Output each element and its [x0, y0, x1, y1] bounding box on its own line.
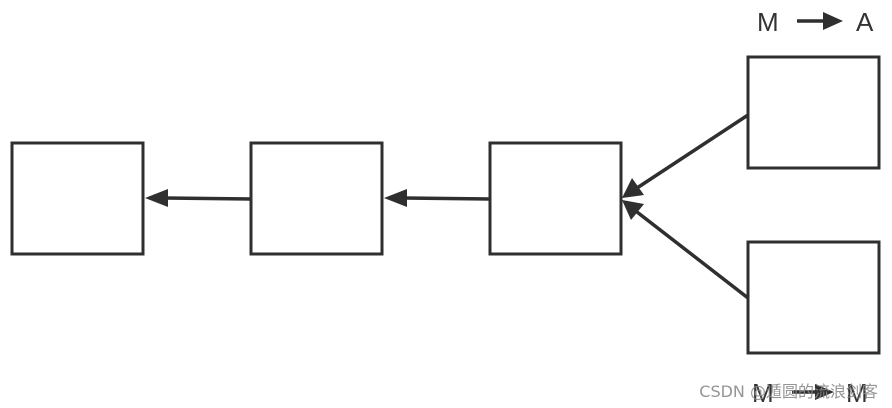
- legend-top-from: M: [757, 7, 779, 37]
- box-2: [249, 141, 384, 256]
- legend-bottom-to: M: [846, 378, 868, 408]
- legend-bottom: M M: [752, 378, 868, 408]
- watermark: CSDN @遁圆的流浪剑客: [699, 382, 878, 401]
- edge-box3-to-box2: [384, 189, 491, 207]
- edge-bottomright-to-box3: [622, 200, 750, 300]
- box-1: [10, 141, 145, 256]
- edge-topright-to-box3: [622, 113, 749, 198]
- legend-top-to: A: [856, 7, 874, 37]
- box-bottom-right: [746, 240, 881, 355]
- edge-box2-to-box1: [145, 189, 252, 207]
- box-top-right: [746, 55, 881, 170]
- legend-bottom-from: M: [752, 378, 774, 408]
- legend-top: M A: [757, 7, 874, 37]
- box-3: [488, 141, 623, 256]
